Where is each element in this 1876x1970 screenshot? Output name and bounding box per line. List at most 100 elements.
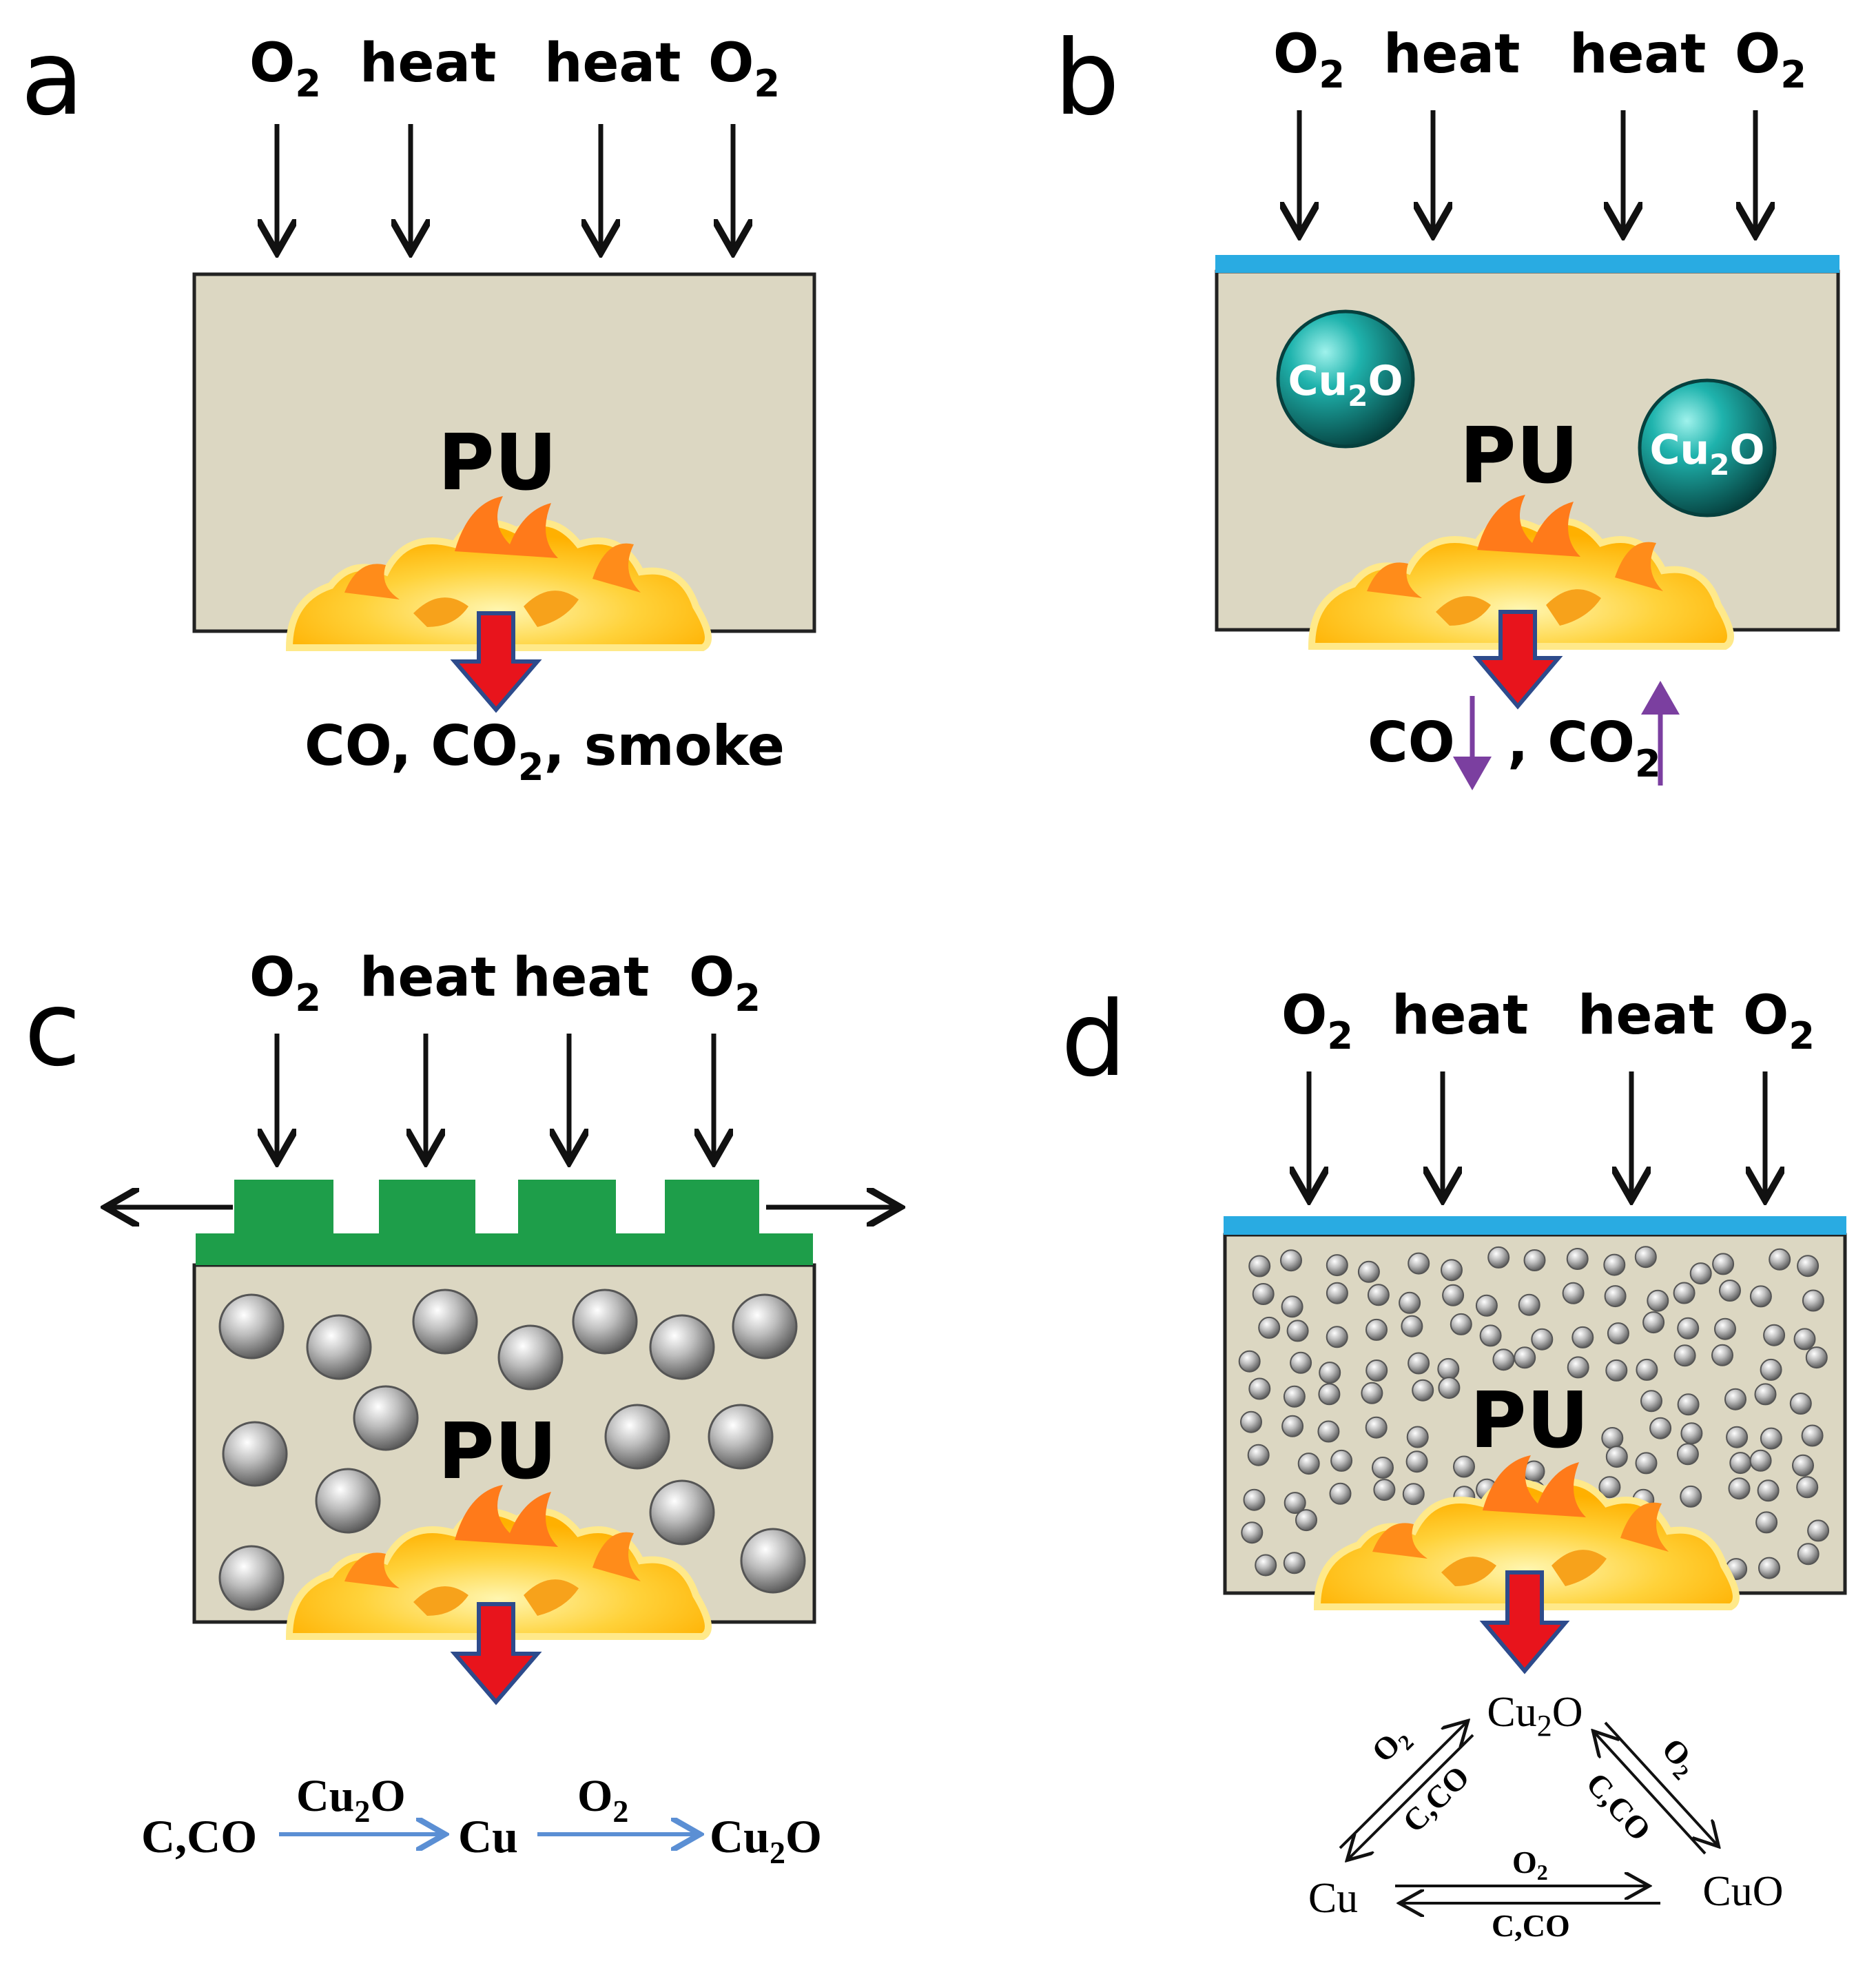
- panel-letter: b: [1054, 19, 1120, 138]
- nano-particles: [1238, 1246, 1830, 1581]
- nano-particle: [1241, 1521, 1264, 1544]
- nano-particle: [1726, 1426, 1749, 1448]
- nano-particle: [1252, 1283, 1275, 1305]
- nano-particle: [1412, 1379, 1434, 1402]
- svg-text:O2: O2: [1743, 985, 1815, 1058]
- nano-particle: [1280, 1249, 1302, 1272]
- nano-particle: [1402, 1483, 1425, 1506]
- nano-particle: [1283, 1552, 1306, 1574]
- particle: [708, 1404, 774, 1470]
- nano-particle: [1255, 1554, 1277, 1577]
- cycle-arrow: [1595, 1733, 1707, 1855]
- nano-particle: [1760, 1427, 1782, 1450]
- red-output-arrow: [1479, 1570, 1570, 1674]
- nano-particle: [1673, 1344, 1696, 1367]
- nano-particle: [1729, 1452, 1752, 1475]
- panel-letter: a: [21, 19, 84, 138]
- nano-particle: [1677, 1317, 1700, 1340]
- nano-particle: [1329, 1482, 1352, 1505]
- top-label: heat: [513, 947, 649, 1009]
- particle: [218, 1545, 285, 1611]
- nano-particle: [1453, 1455, 1475, 1478]
- top-label: O: [708, 32, 754, 94]
- nano-particle: [1408, 1252, 1430, 1275]
- top-label: O: [689, 947, 734, 1009]
- nano-particle: [1243, 1488, 1266, 1511]
- svg-text:O2: O2: [689, 947, 761, 1020]
- nano-particle: [1598, 1476, 1621, 1499]
- cu2o-particle: Cu2O: [1638, 378, 1777, 517]
- blue-protective-layer: [1224, 1216, 1846, 1235]
- nano-particle: [1635, 1452, 1658, 1475]
- scheme-end: Cu2O: [710, 1810, 822, 1870]
- nano-particle: [1676, 1443, 1699, 1466]
- nano-particle: [1437, 1357, 1460, 1380]
- cycle-arrow: [1339, 1723, 1466, 1849]
- input-arrows: [1309, 1071, 1765, 1196]
- nano-particle: [1634, 1246, 1657, 1269]
- scheme-start: C,CO: [141, 1810, 257, 1863]
- nano-particle: [1475, 1294, 1498, 1317]
- nano-particle: [1441, 1259, 1463, 1282]
- green-char-layer: [196, 1180, 813, 1265]
- nano-particle: [1714, 1317, 1736, 1340]
- nano-particle: [1642, 1311, 1665, 1334]
- panel-c: c O2 heat heat O2: [24, 947, 896, 1870]
- nano-particle: [1248, 1255, 1271, 1278]
- nano-particle: [1604, 1285, 1627, 1308]
- svg-text:O2: O2: [1281, 985, 1353, 1058]
- nano-particle: [1492, 1348, 1515, 1371]
- svg-text:Cu2O: Cu2O: [1288, 357, 1403, 413]
- product-co: CO: [1368, 710, 1455, 774]
- nano-particle: [1802, 1289, 1824, 1312]
- nano-particle: [1711, 1344, 1733, 1366]
- nano-particle: [1281, 1415, 1304, 1437]
- nano-particle: [1405, 1450, 1428, 1473]
- nano-particle: [1281, 1295, 1303, 1318]
- cu2o-particle: Cu2O: [1276, 309, 1415, 449]
- nano-particle: [1365, 1359, 1388, 1382]
- nano-particle: [1401, 1315, 1423, 1337]
- nano-particle: [1248, 1377, 1271, 1400]
- scheme-middle: Cu: [458, 1810, 518, 1863]
- nano-particle: [1297, 1453, 1320, 1475]
- nano-particle: [1754, 1383, 1777, 1406]
- nano-particle: [1406, 1426, 1429, 1448]
- reaction-scheme: C,CO Cu2O Cu O2 Cu2O: [141, 1771, 822, 1870]
- nano-particle: [1807, 1519, 1830, 1542]
- nano-particle: [1789, 1393, 1812, 1415]
- top-label: heat: [360, 947, 496, 1009]
- particle: [315, 1468, 381, 1534]
- nano-particle: [1677, 1393, 1700, 1416]
- nano-particle: [1442, 1284, 1465, 1306]
- nano-particle: [1240, 1410, 1262, 1433]
- nano-particle: [1238, 1350, 1261, 1373]
- top-label: O: [1273, 23, 1319, 85]
- product-co2: , CO2: [1507, 710, 1661, 786]
- nano-particle: [1438, 1377, 1461, 1399]
- nano-particle: [1567, 1356, 1589, 1379]
- panel-b: b O2 heat heat O2 Cu2O Cu2O PU: [1054, 19, 1840, 790]
- flame-icon: [1308, 495, 1734, 650]
- blue-protective-layer: [1215, 255, 1839, 273]
- nano-particle: [1758, 1557, 1780, 1579]
- nano-particle: [1689, 1262, 1712, 1285]
- nano-particle: [1640, 1390, 1662, 1413]
- nano-particle: [1793, 1328, 1816, 1351]
- red-output-arrow: [450, 611, 542, 713]
- top-label-subscript: 2: [734, 976, 761, 1020]
- top-label: heat: [1392, 985, 1528, 1047]
- input-arrows: [277, 124, 733, 248]
- material-label: PU: [437, 1407, 557, 1497]
- top-label: O: [249, 32, 295, 94]
- material-label: PU: [437, 418, 557, 508]
- particle: [604, 1404, 670, 1470]
- nano-particle: [1724, 1388, 1746, 1410]
- top-label-subscript: 2: [754, 62, 780, 105]
- nano-particle: [1284, 1492, 1306, 1515]
- nano-particle: [1318, 1383, 1341, 1406]
- top-label-subscript: 2: [1319, 53, 1345, 96]
- svg-text:O2: O2: [249, 947, 321, 1020]
- svg-text:O2: O2: [249, 32, 321, 105]
